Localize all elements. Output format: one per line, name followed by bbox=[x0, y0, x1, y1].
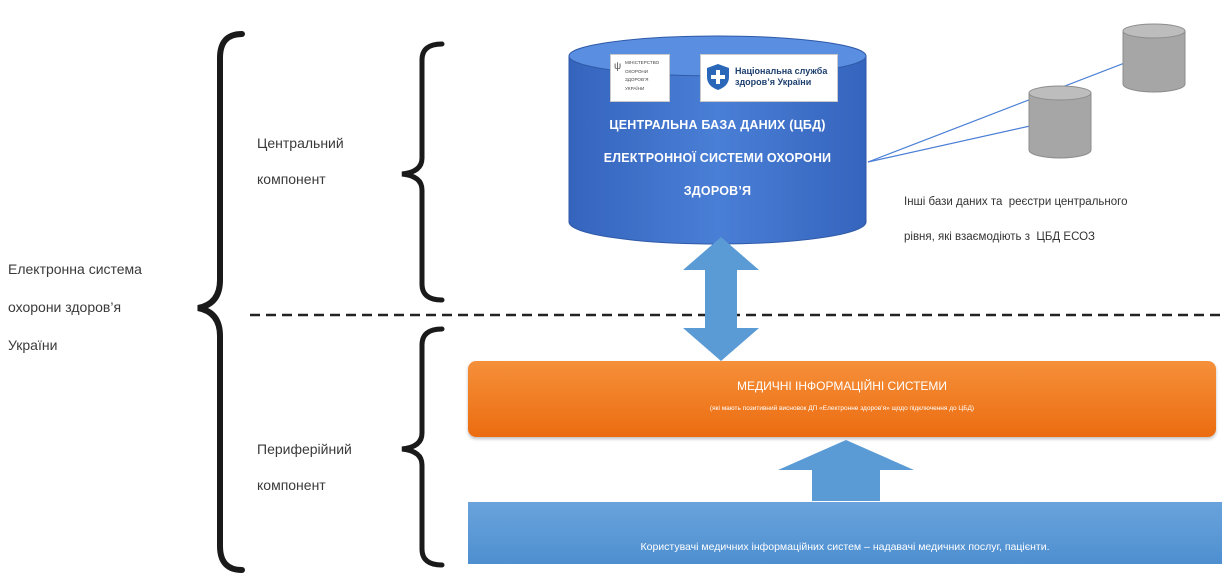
users-bar-text: Користувачі медичних інформаційних систе… bbox=[640, 541, 1050, 553]
peripheral-label-line-2: компонент bbox=[257, 477, 326, 493]
peripheral-brace bbox=[401, 326, 445, 568]
system-label-line-2: охорони здоров’я bbox=[8, 299, 122, 315]
nszu-logo-line-2: здоров’я України bbox=[735, 77, 812, 87]
nszu-logo-line-1: Національна служба bbox=[735, 66, 828, 76]
central-database-text: ЦЕНТРАЛЬНА БАЗА ДАНИХ (ЦБД) ЕЛЕКТРОННОЇ … bbox=[565, 110, 870, 207]
up-arrow bbox=[778, 440, 914, 501]
central-db-line-3: ЗДОРОВ’Я bbox=[683, 184, 752, 198]
users-bar: Користувачі медичних інформаційних систе… bbox=[468, 502, 1222, 564]
other-db-line-1: Інші бази даних та реєстри центрального bbox=[904, 196, 1128, 208]
database-connectors bbox=[867, 53, 1149, 163]
central-brace bbox=[401, 41, 445, 303]
central-db-line-2: ЕЛЕКТРОННОЇ СИСТЕМИ ОХОРОНИ bbox=[603, 151, 832, 165]
ministry-logo-line-3: ЗДОРОВ’Я bbox=[625, 77, 649, 82]
ministry-logo-line-4: УКРАЇНИ bbox=[625, 85, 645, 91]
peripheral-component-label: Периферійний компонент bbox=[257, 434, 352, 500]
system-label-line-3: України bbox=[8, 337, 58, 353]
ministry-logo-text: МІНІСТЕРСТВО ОХОРОНИ ЗДОРОВ’Я УКРАЇНИ bbox=[625, 59, 659, 93]
system-label-line-1: Електронна система bbox=[8, 261, 142, 277]
ministry-logo-line-2: ОХОРОНИ bbox=[625, 68, 649, 74]
central-db-line-1: ЦЕНТРАЛЬНА БАЗА ДАНИХ (ЦБД) bbox=[609, 118, 826, 132]
central-component-label: Центральний компонент bbox=[257, 128, 344, 194]
medical-information-systems-bar: МЕДИЧНІ ІНФОРМАЦІЙНІ СИСТЕМИ (які мають … bbox=[468, 361, 1216, 437]
central-label-line-2: компонент bbox=[257, 171, 326, 187]
other-db-line-2: рівня, які взаємодіють з ЦБД ЕСОЗ bbox=[904, 231, 1096, 243]
mis-title: МЕДИЧНІ ІНФОРМАЦІЙНІ СИСТЕМИ bbox=[736, 379, 948, 393]
mis-subtitle: (які мають позитивний висновок ДП «Елект… bbox=[709, 405, 975, 412]
other-databases-text: Інші бази даних та реєстри центрального … bbox=[904, 194, 1128, 245]
shield-cross-icon bbox=[707, 64, 729, 90]
system-label: Електронна система охорони здоров’я Укра… bbox=[8, 254, 198, 360]
bidirectional-arrow bbox=[683, 237, 759, 361]
central-label-line-1: Центральний bbox=[257, 135, 344, 151]
other-database-icon-2 bbox=[1028, 85, 1092, 159]
system-brace bbox=[197, 31, 245, 573]
ministry-logo-line-1: МІНІСТЕРСТВО bbox=[625, 60, 660, 65]
trident-icon: ψ bbox=[614, 61, 622, 72]
nszu-logo-text: Національна служба здоров’я України bbox=[735, 66, 827, 88]
nszu-logo: Національна служба здоров’я України bbox=[700, 54, 838, 102]
peripheral-label-line-1: Периферійний bbox=[257, 441, 352, 457]
ministry-logo: ψ МІНІСТЕРСТВО ОХОРОНИ ЗДОРОВ’Я УКРАЇНИ bbox=[610, 54, 670, 102]
other-database-icon-1 bbox=[1122, 23, 1186, 93]
